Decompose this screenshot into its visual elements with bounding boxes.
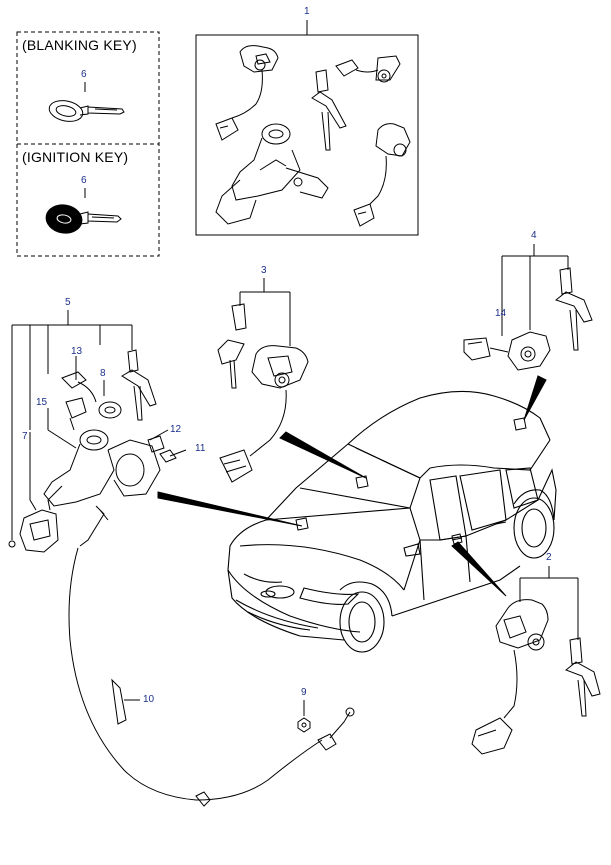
part-10-cable [68, 505, 355, 807]
group-5-bracket [11, 310, 133, 540]
box1-trunk-lock [335, 55, 401, 83]
callout-13: 13 [71, 346, 83, 357]
car-illustration [227, 390, 557, 653]
callout-1: 1 [304, 6, 310, 17]
callout-15: 15 [36, 397, 48, 408]
group-2-key [565, 637, 601, 717]
callout-12: 12 [170, 424, 182, 435]
assembly-1-box [195, 20, 419, 236]
box1-ignition-switch [215, 123, 329, 225]
part-7-switch [8, 509, 59, 553]
callout-3: 3 [261, 265, 267, 276]
pointer-wedges [157, 375, 547, 597]
box1-key [311, 69, 347, 151]
part-13-connector [61, 371, 97, 431]
callout-10: 10 [143, 694, 155, 705]
blanking-key-ref: 6 [81, 69, 87, 80]
lock-point-markers [295, 417, 527, 545]
ignition-key-label: (IGNITION KEY) [22, 149, 129, 165]
callout-7: 7 [22, 431, 28, 442]
box1-door-lock-left [215, 45, 279, 141]
group-4-bracket [501, 244, 569, 336]
blanking-key-label: (BLANKING KEY) [22, 37, 137, 53]
ignition-key-ref: 6 [81, 175, 87, 186]
callout-2: 2 [546, 552, 552, 563]
group-4-trunk-lock [463, 331, 551, 371]
group-5-key [121, 349, 157, 421]
callout-9: 9 [301, 687, 307, 698]
callout-5: 5 [65, 297, 71, 308]
group-2-bracket [519, 566, 579, 640]
group-3-bracket [239, 278, 291, 346]
part-9-nut [297, 700, 311, 733]
group-2-door-lock [471, 599, 549, 755]
callout-11: 11 [195, 443, 206, 454]
box1-door-lock-right [353, 123, 411, 227]
group-4-key [554, 267, 593, 351]
callout-8: 8 [100, 368, 106, 379]
callout-14: 14 [495, 308, 507, 319]
group-5-ignition-cylinder [43, 429, 161, 511]
ignition-key-illustration [45, 188, 122, 234]
key-panel [16, 31, 160, 257]
parts-11-12 [147, 435, 177, 463]
group-3-key [217, 303, 247, 389]
part-8-cap [98, 401, 122, 419]
group-5-leaders [29, 356, 187, 511]
blanking-key-illustration [48, 82, 125, 122]
callout-4: 4 [531, 230, 537, 241]
group-3-door-lock [219, 345, 309, 483]
